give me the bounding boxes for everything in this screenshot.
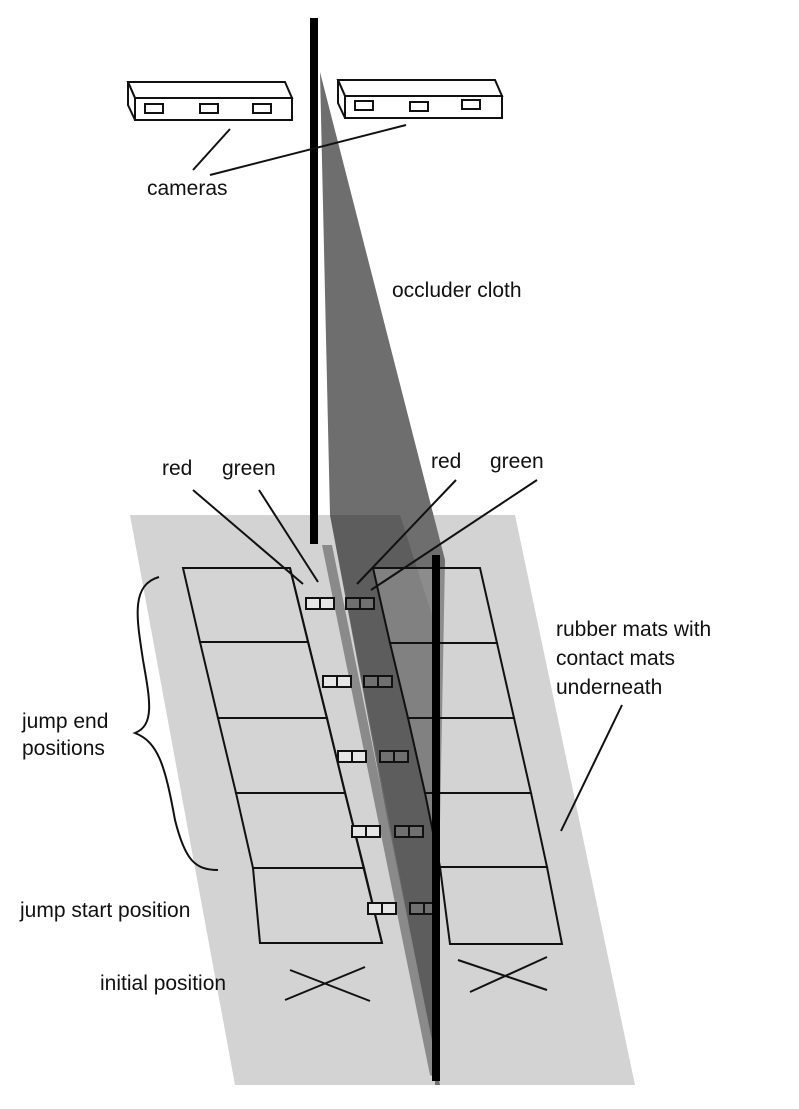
leader-mats — [560, 704, 623, 832]
pole-back — [310, 18, 318, 544]
camera-lens — [144, 103, 164, 114]
label-occluder-cloth: occluder cloth — [392, 279, 522, 302]
leader-camera-left — [192, 128, 231, 171]
camera-lens — [409, 101, 429, 112]
label-red-left: red — [162, 457, 192, 480]
left-mat-1 — [181, 567, 310, 643]
markers-right — [345, 597, 439, 915]
label-mats-3: underneath — [556, 676, 662, 699]
initial-position-x-left — [284, 966, 371, 1002]
label-red-right: red — [431, 450, 461, 473]
left-mat-3 — [216, 717, 347, 794]
pole-front — [432, 555, 440, 1081]
leader-red-left — [192, 489, 304, 585]
label-jump-start: jump start position — [19, 899, 190, 922]
camera-right — [336, 79, 504, 119]
camera-lens — [354, 100, 374, 111]
left-mat-5 — [251, 867, 384, 944]
label-green-right: green — [490, 450, 544, 473]
label-cameras: cameras — [147, 177, 228, 200]
leader-red-right — [356, 479, 457, 585]
occluder-cloth-lower — [330, 515, 440, 1080]
left-mat-2 — [198, 641, 329, 719]
initial-position-x-right — [457, 956, 548, 993]
label-mats-1: rubber mats with — [556, 618, 711, 641]
leader-green-left — [258, 489, 319, 583]
right-mat-5 — [438, 866, 564, 945]
label-initial-position: initial position — [100, 972, 226, 995]
camera-lens — [461, 99, 481, 110]
label-green-left: green — [222, 457, 276, 480]
label-jump-end-1: jump end — [21, 710, 108, 733]
leader-green-right — [370, 479, 538, 591]
label-mats-2: contact mats — [556, 647, 675, 670]
label-jump-end-2: positions — [22, 737, 105, 760]
camera-lens — [252, 103, 272, 114]
leader-camera-right — [209, 124, 407, 176]
markers-left — [305, 597, 397, 915]
left-mats — [181, 567, 384, 944]
jump-end-brace — [132, 576, 219, 871]
left-mat-4 — [234, 792, 366, 869]
camera-lens — [199, 103, 219, 114]
camera-left — [126, 81, 294, 121]
